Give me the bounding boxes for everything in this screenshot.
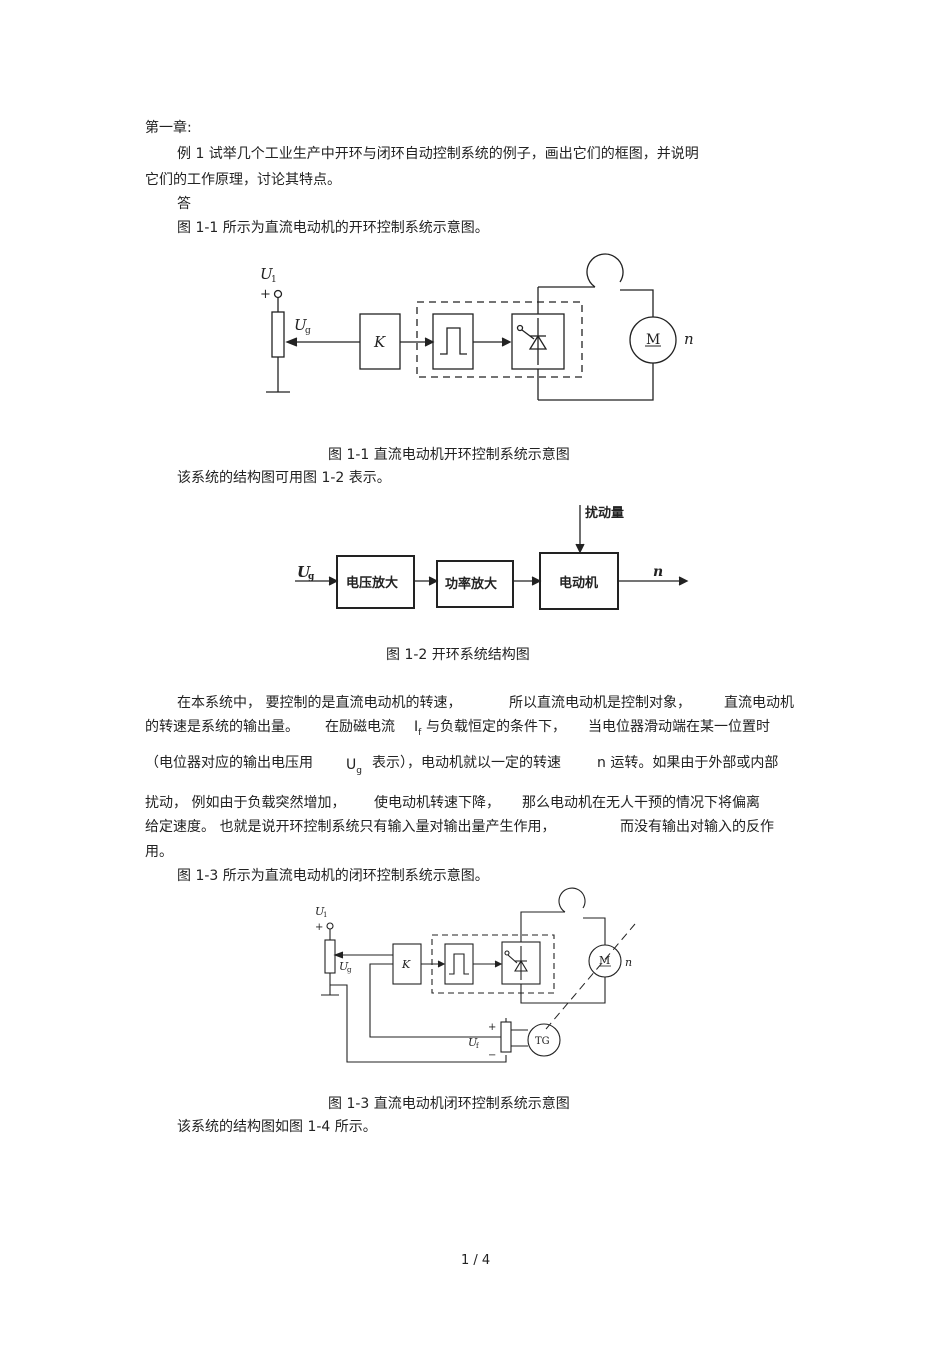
fig1-u1-sub: 1: [271, 275, 277, 285]
para-line2-b: 在励磁电流: [325, 719, 395, 735]
fig2-caption: 图 1-2 开环系统结构图: [386, 647, 530, 663]
fig3-plus: +: [315, 922, 323, 933]
fig3-diagram: U 1 + U g K M n TG U f + −: [315, 887, 636, 1063]
fig2-block2-label: 功率放大: [445, 576, 497, 592]
para-line3-d: n 运转。如果由于外部或内部: [597, 755, 779, 771]
fig1-intro: 图 1-1 所示为直流电动机的开环控制系统示意图。: [177, 220, 489, 236]
para-line1-c: 直流电动机: [724, 695, 794, 711]
para-line2-a: 的转速是系统的输出量。: [145, 719, 299, 735]
fig1-ug-label: U: [294, 316, 308, 334]
fig3-uf-sub: f: [476, 1042, 480, 1050]
fig2-input-label: U: [297, 563, 311, 581]
fig3-tg-label: TG: [535, 1036, 550, 1047]
fig3-fb-minus: −: [488, 1050, 496, 1061]
fig2-input-sub: g: [308, 572, 315, 582]
para-line6: 用。: [145, 844, 173, 860]
para-line5-a: 给定速度。 也就是说开环控制系统只有输入量对输出量产生作用，: [145, 819, 556, 835]
fig3-uf-label: U: [468, 1036, 478, 1049]
para-line2-d: 与负载恒定的条件下，: [426, 719, 566, 735]
fig2-block3-label: 电动机: [559, 575, 598, 591]
fig1-diagram: U 1 + U g K M n: [260, 253, 694, 401]
fig1-speed-label: n: [684, 330, 694, 348]
fig1-supply-terminal: [273, 289, 283, 299]
fig1-u1-label: U: [260, 265, 274, 283]
chapter-heading: 第一章:: [145, 120, 192, 136]
para-line3-b: Ug: [346, 757, 362, 776]
fig1-k-label: K: [373, 333, 386, 351]
question-line-2: 它们的工作原理，讨论其特点。: [145, 172, 341, 188]
fig2-block1-label: 电压放大: [346, 575, 398, 591]
fig1-pulse-block: [432, 313, 474, 370]
para-line2-c: If: [414, 719, 422, 738]
para-line1-b: 所以直流电动机是控制对象，: [509, 695, 691, 711]
fig2-intro: 该系统的结构图可用图 1-2 表示。: [177, 470, 391, 486]
para-line5-b: 而没有输出对输入的反作: [620, 819, 774, 835]
fig2-block-power-amp: [436, 560, 514, 608]
fig4-intro: 该系统的结构图如图 1-4 所示。: [177, 1119, 377, 1135]
fig3-motor: [588, 944, 622, 978]
fig3-caption: 图 1-3 直流电动机闭环控制系统示意图: [328, 1096, 570, 1112]
fig2-output-label: n: [653, 564, 663, 580]
fig1-plus: +: [260, 287, 271, 302]
fig3-k-label: K: [401, 958, 411, 971]
fig3-tacho: [527, 1023, 561, 1057]
para-line2-e: 当电位器滑动端在某一位置时: [588, 719, 770, 735]
fig1-caption: 图 1-1 直流电动机开环控制系统示意图: [328, 447, 570, 463]
fig3-pulse-block: [444, 943, 474, 985]
para-line1-a: 在本系统中， 要控制的是直流电动机的转速，: [177, 695, 462, 711]
answer-label: 答: [177, 196, 191, 212]
para-line3-a: （电位器对应的输出电压用: [145, 755, 313, 771]
fig2-diagram: U g 扰动量 电压放大 功率放大 电动机 n: [295, 505, 689, 610]
fig1-ug-sub: g: [305, 326, 311, 336]
fig3-u1-sub: 1: [323, 911, 327, 919]
fig3-fb-plus: +: [488, 1022, 496, 1033]
fig3-ug-label: U: [339, 960, 349, 973]
fig1-motor: [629, 316, 677, 364]
fig2-disturbance-label: 扰动量: [585, 505, 624, 521]
fig3-motor-label: M: [599, 954, 610, 967]
para-line4-b: 使电动机转速下降，: [374, 795, 500, 811]
fig3-ug-sub: g: [347, 966, 352, 974]
fig1-motor-label: M: [646, 332, 660, 348]
fig2-block-voltage-amp: [336, 555, 415, 609]
fig3-intro: 图 1-3 所示为直流电动机的闭环控制系统示意图。: [177, 868, 489, 884]
page-number: 1 / 4: [461, 1253, 491, 1268]
para-line4-c: 那么电动机在无人干预的情况下将偏离: [522, 795, 760, 811]
fig1-potentiometer: [271, 311, 285, 358]
para-line3-c: 表示），电动机就以一定的转速: [372, 755, 561, 771]
para-line4-a: 扰动， 例如由于负载突然增加，: [145, 795, 346, 811]
fig3-u1-label: U: [315, 905, 325, 918]
question-line-1: 例 1 试举几个工业生产中开环与闭环自动控制系统的例子，画出它们的框图，并说明: [177, 146, 699, 162]
fig3-speed-label: n: [625, 956, 632, 969]
